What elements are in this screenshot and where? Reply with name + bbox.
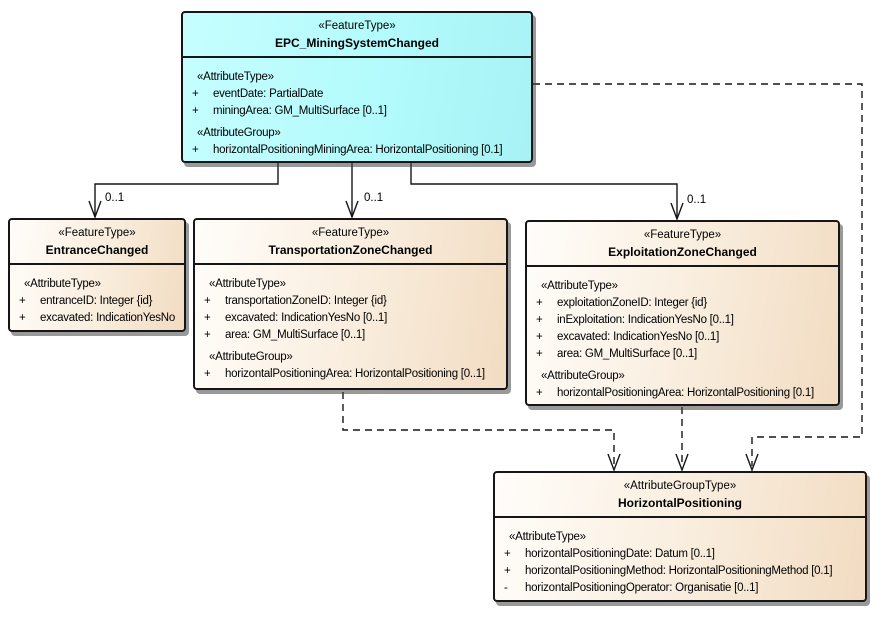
class-title-compartment: «FeatureType» EntranceChanged (10, 220, 184, 265)
attribute-row: +horizontalPositioningArea: HorizontalPo… (204, 368, 485, 380)
attribute-row: +area: GM_MultiSurface [0..1] (204, 329, 366, 341)
class-name: HorizontalPositioning (618, 496, 742, 510)
class-name: EPC_MiningSystemChanged (274, 36, 440, 50)
class-title-compartment: «FeatureType» ExploitationZoneChanged (527, 222, 838, 267)
attribute-row: +horizontalPositioningMiningArea: Horizo… (192, 144, 503, 156)
stereotype-label: «FeatureType» (318, 20, 396, 32)
class-box-exploitation-zone-changed[interactable]: «FeatureType» ExploitationZoneChanged «A… (525, 220, 840, 406)
attribute-row: +eventDate: PartialDate (192, 88, 324, 100)
attributes-compartment: «AttributeType» +horizontalPositioningDa… (495, 518, 865, 601)
stereotype-label: «FeatureType» (58, 227, 136, 239)
association-epc-to-exploitation-zone[interactable] (410, 163, 678, 219)
attribute-row: +horizontalPositioningArea: HorizontalPo… (536, 387, 814, 399)
open-arrowhead-transportation (345, 200, 359, 219)
class-title-compartment: «AttributeGroupType» HorizontalPositioni… (495, 473, 865, 518)
dependency-transportation-to-horizontal-positioning[interactable] (342, 392, 615, 466)
class-box-transportation-zone-changed[interactable]: «FeatureType» TransportationZoneChanged … (193, 218, 508, 390)
stereotype-row: «AttributeType» (24, 278, 101, 290)
multiplicity-label-entrance: 0..1 (105, 192, 125, 204)
open-arrowhead-entrance (88, 200, 102, 219)
class-box-entrance-changed[interactable]: «FeatureType» EntranceChanged «Attribute… (8, 218, 186, 332)
attributes-compartment: «AttributeType» +eventDate: PartialDate … (183, 58, 531, 163)
attribute-row: +transportationZoneID: Integer {id} (204, 295, 387, 307)
attribute-row: +horizontalPositioningDate: Datum [0..1] (504, 548, 715, 560)
attribute-row: +horizontalPositioningMethod: Horizontal… (504, 565, 833, 577)
attribute-row: +miningArea: GM_MultiSurface [0..1] (192, 105, 387, 117)
attribute-row: +area: GM_MultiSurface [0..1] (536, 348, 698, 360)
open-arrowhead-hp-right (745, 453, 759, 472)
attributes-compartment: «AttributeType» +entranceID: Integer {id… (10, 265, 184, 331)
stereotype-row: «AttributeGroup» (541, 370, 625, 382)
class-title-compartment: «FeatureType» EPC_MiningSystemChanged (183, 13, 531, 58)
attributes-compartment: «AttributeType» +transportationZoneID: I… (195, 265, 506, 387)
attribute-row: +inExploitation: IndicationYesNo [0..1] (536, 314, 734, 326)
dependency-epc-to-horizontal-positioning[interactable] (533, 83, 863, 466)
attribute-row: +excavated: IndicationYesNo [0..1] (536, 331, 720, 343)
stereotype-row: «AttributeGroup» (197, 127, 281, 139)
attribute-row: +excavated: IndicationYesNo (19, 312, 176, 324)
open-arrowhead-hp-left (607, 453, 621, 472)
attribute-row: +entranceID: Integer {id} (19, 295, 153, 307)
open-arrowhead-exploitation (670, 202, 684, 221)
stereotype-row: «AttributeType» (509, 531, 586, 543)
stereotype-row: «AttributeType» (197, 71, 274, 83)
open-arrowhead-hp-middle (675, 453, 689, 472)
stereotype-label: «FeatureType» (643, 229, 722, 241)
stereotype-row: «AttributeGroup» (209, 351, 293, 363)
class-box-horizontal-positioning[interactable]: «AttributeGroupType» HorizontalPositioni… (493, 471, 867, 602)
class-name: EntranceChanged (45, 243, 149, 257)
stereotype-row: «AttributeType» (209, 278, 286, 290)
class-name: ExploitationZoneChanged (608, 245, 757, 259)
class-title-compartment: «FeatureType» TransportationZoneChanged (195, 220, 506, 265)
association-epc-to-entrance[interactable] (94, 163, 279, 217)
stereotype-label: «AttributeGroupType» (623, 480, 737, 492)
stereotype-row: «AttributeType» (541, 280, 618, 292)
multiplicity-label-exploitation: 0..1 (687, 194, 707, 206)
multiplicity-label-transportation: 0..1 (364, 192, 384, 204)
class-box-epc-mining-system-changed[interactable]: «FeatureType» EPC_MiningSystemChanged «A… (181, 11, 533, 163)
stereotype-label: «FeatureType» (311, 227, 390, 239)
attribute-row: -horizontalPositioningOperator: Organisa… (504, 582, 759, 594)
class-name: TransportationZoneChanged (268, 243, 433, 257)
attributes-compartment: «AttributeType» +exploitationZoneID: Int… (527, 267, 838, 406)
attribute-row: +excavated: IndicationYesNo [0..1] (204, 312, 388, 324)
attribute-row: +exploitationZoneID: Integer {id} (536, 297, 707, 309)
